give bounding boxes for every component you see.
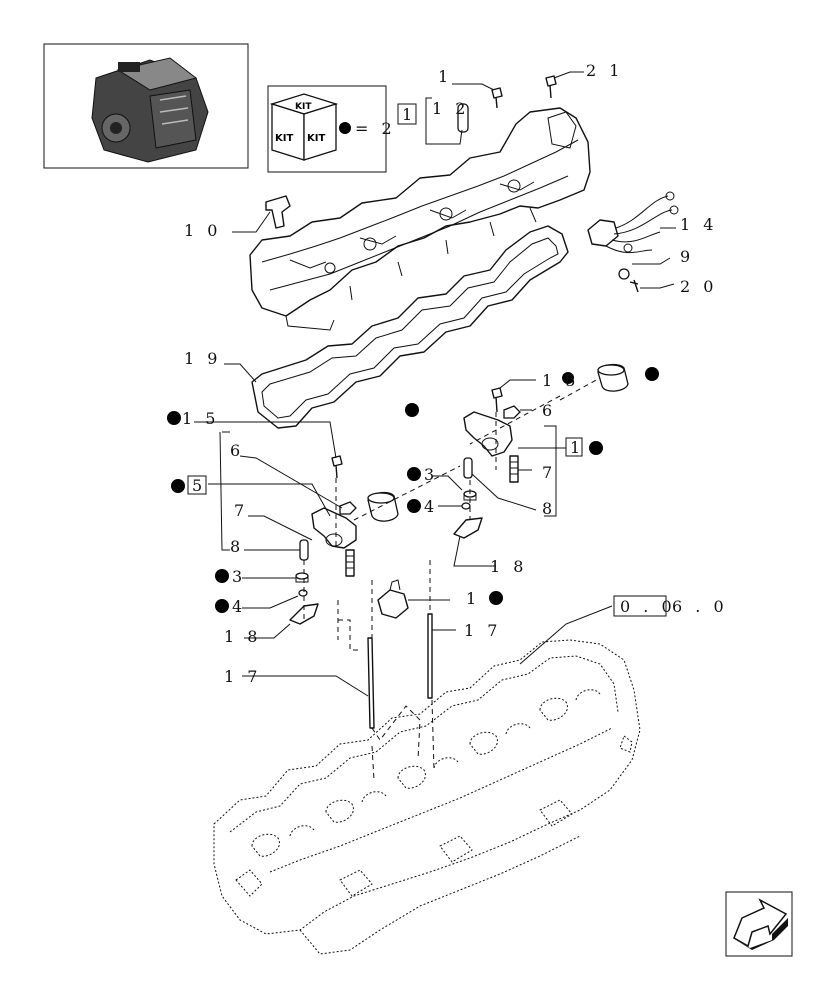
label-3-mid: 3 <box>424 465 438 484</box>
rocker-arm-left[interactable] <box>311 507 357 549</box>
kit-right-text: KIT <box>307 133 325 144</box>
label-15-left: 1 5 <box>182 409 219 428</box>
gasket-19[interactable] <box>251 225 569 429</box>
reference-bullets <box>167 367 659 613</box>
section-reference-tail-text: 6 . 0 <box>672 597 728 616</box>
label-20: 2 0 <box>680 277 717 296</box>
next-page-arrow-button[interactable] <box>725 891 793 957</box>
boxed-label-top[interactable]: 1 <box>397 103 417 125</box>
bullet-3-left <box>215 569 229 583</box>
label-21: 2 1 <box>586 61 623 80</box>
pushrod-17-left[interactable] <box>367 637 375 729</box>
label-7-left: 7 <box>234 501 248 520</box>
label-8-left: 8 <box>230 537 244 556</box>
bolt-21[interactable] <box>545 75 557 99</box>
svg-text:1: 1 <box>402 105 416 124</box>
kit-quantity-label: = 2 <box>355 119 396 138</box>
rocker-arm-right[interactable] <box>463 411 513 457</box>
label-6-right: 6 <box>542 401 556 420</box>
bullet-4-mid <box>407 499 421 513</box>
kit-left-text: KIT <box>275 133 293 144</box>
bushing-right[interactable] <box>597 363 629 392</box>
alignment-lines <box>303 377 601 781</box>
wiring-harness-14[interactable] <box>587 191 679 254</box>
svg-text:5: 5 <box>192 476 206 495</box>
label-8-right: 8 <box>542 499 556 518</box>
bullet-bushing-left <box>405 403 419 417</box>
kit-legend-box: KIT KIT KIT = 2 <box>267 85 396 173</box>
pin-12[interactable] <box>457 103 469 133</box>
label-10: 1 0 <box>184 221 221 240</box>
section-reference-box-text: 0 . 0 <box>620 597 676 616</box>
engine-thumbnail-icon <box>91 57 209 163</box>
nut-6-left[interactable] <box>339 501 357 515</box>
bullet-box-left <box>171 479 185 493</box>
leader-lines <box>194 71 676 697</box>
label-7-right: 7 <box>542 463 556 482</box>
stud-7-right[interactable] <box>509 455 519 483</box>
bolt-1[interactable] <box>491 87 503 109</box>
label-19: 1 9 <box>184 349 221 368</box>
stud-7-left[interactable] <box>345 549 355 577</box>
bolt-15-right[interactable] <box>491 387 503 413</box>
bullet-3-mid <box>407 467 421 481</box>
arrow-icon <box>733 898 788 950</box>
label-18-mid: 1 8 <box>490 557 527 576</box>
label-14: 1 4 <box>680 215 717 234</box>
bullet-16 <box>489 591 503 605</box>
bullet-15-left <box>167 411 181 425</box>
label-4-mid: 4 <box>424 497 438 516</box>
keeper-4-left[interactable] <box>298 589 308 597</box>
bushing-left[interactable] <box>367 491 399 522</box>
kit-cube-icon: KIT KIT KIT <box>269 93 339 161</box>
label-17-right: 1 7 <box>464 621 501 640</box>
engine-thumbnail[interactable] <box>43 43 249 169</box>
cap-3-left[interactable] <box>295 572 309 583</box>
label-18-left: 1 8 <box>224 627 261 646</box>
bridge-18-mid[interactable] <box>453 517 483 539</box>
pin-8-right[interactable] <box>463 457 473 479</box>
bullet-box-right <box>589 441 603 455</box>
bridge-18-left[interactable] <box>289 603 319 625</box>
valve-cover[interactable] <box>249 107 591 331</box>
label-15-right: 1 5 <box>542 371 579 390</box>
part-labels: 1 2 1 1 2 1 0 1 4 9 2 0 1 9 1 5 1 5 6 7 … <box>182 61 717 686</box>
label-17-left: 1 7 <box>224 667 261 686</box>
boxed-label-right[interactable]: 1 <box>565 437 584 457</box>
section-reference[interactable]: 0 . 0 6 . 0 <box>613 595 728 617</box>
boxed-label-left[interactable]: 5 <box>187 475 207 495</box>
label-16: 1 6 <box>466 589 503 608</box>
bullet-15-right <box>562 372 574 384</box>
bolt-15-left[interactable] <box>331 455 343 479</box>
label-12: 1 2 <box>432 99 469 118</box>
cylinder-head[interactable] <box>213 639 641 955</box>
clip-10[interactable] <box>265 195 291 229</box>
bullet-bushing-right <box>645 367 659 381</box>
label-1: 1 <box>438 67 452 86</box>
label-6-left: 6 <box>230 441 244 460</box>
label-4-left: 4 <box>232 597 246 616</box>
kit-bullet <box>339 122 351 134</box>
bullet-4-left <box>215 599 229 613</box>
clamp-16[interactable] <box>377 579 409 619</box>
kit-top-text: KIT <box>295 102 312 112</box>
nut-9[interactable] <box>618 268 630 280</box>
screw-20[interactable] <box>629 279 639 293</box>
label-3-left: 3 <box>232 567 246 586</box>
label-9: 9 <box>680 247 694 266</box>
pushrod-17-right[interactable] <box>427 613 433 699</box>
nut-6-right[interactable] <box>503 405 521 419</box>
svg-text:1: 1 <box>570 438 584 457</box>
pin-8-left[interactable] <box>299 539 309 561</box>
keeper-4-mid[interactable] <box>461 502 471 510</box>
